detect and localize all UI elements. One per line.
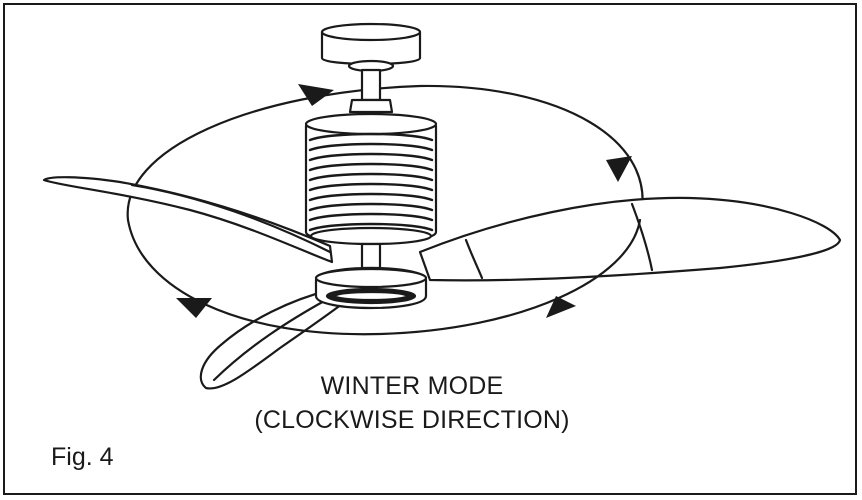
fan-blade-bottom-rib bbox=[212, 298, 328, 382]
arrowhead-icon bbox=[546, 296, 576, 318]
figure-label: Fig. 4 bbox=[51, 443, 114, 471]
fan-light-kit-top bbox=[314, 267, 428, 289]
fan-blade-right-rib-inner bbox=[464, 238, 484, 280]
fan-canopy-top bbox=[320, 22, 422, 42]
fan-blade-left bbox=[42, 176, 334, 264]
fan-motor-housing-base bbox=[309, 226, 433, 246]
arrowhead-icon bbox=[606, 156, 632, 182]
fan-downrod bbox=[360, 68, 382, 102]
arrowhead-icon bbox=[298, 84, 334, 106]
arrowhead-icon bbox=[176, 298, 212, 318]
fan-downrod-coupler bbox=[348, 98, 394, 114]
rotation-path bbox=[126, 84, 644, 222]
fan-light-lens-inner bbox=[333, 290, 409, 302]
rotation-path-front bbox=[126, 218, 642, 336]
mode-title: WINTER MODE bbox=[320, 372, 504, 400]
rope-wrap bbox=[308, 132, 434, 232]
fan-blade-right-rib bbox=[630, 202, 654, 272]
fan-stem bbox=[360, 242, 382, 270]
fan-blade-right bbox=[418, 196, 842, 282]
direction-caption: (CLOCKWISE DIRECTION) bbox=[254, 406, 570, 434]
fan-blade-left-rib bbox=[130, 183, 332, 254]
fan-motor-housing-top bbox=[304, 112, 438, 136]
